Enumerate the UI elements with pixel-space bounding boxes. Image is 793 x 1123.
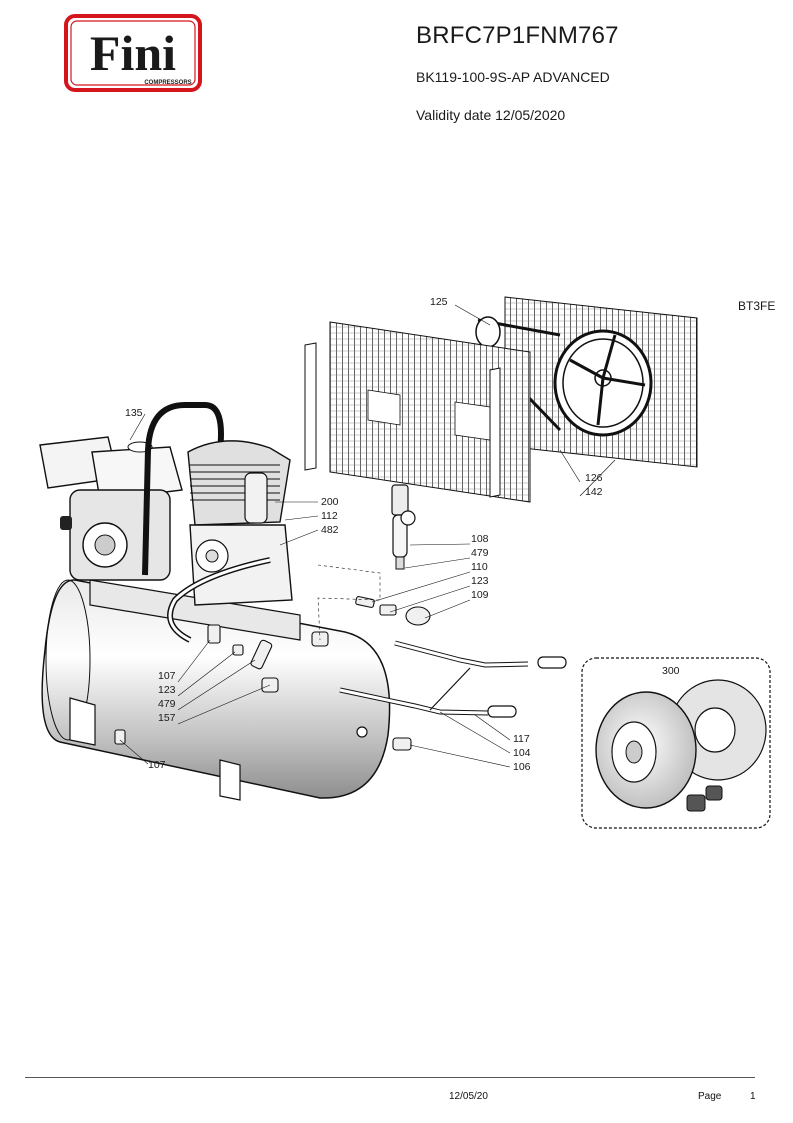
callout-label: 106 xyxy=(513,761,531,773)
callout-label: 107 xyxy=(148,759,166,771)
callout-label: 109 xyxy=(471,589,489,601)
callout-label: 125 xyxy=(430,296,448,308)
callout-label: 482 xyxy=(321,524,339,536)
validity-date: Validity date 12/05/2020 xyxy=(416,107,566,123)
callout-label: 200 xyxy=(321,496,339,508)
compressor-pump xyxy=(167,440,293,643)
callout-label: 107 xyxy=(158,670,176,682)
petrol-engine xyxy=(39,436,183,581)
belt-guard-front xyxy=(304,321,531,503)
callout-label: 112 xyxy=(321,510,338,522)
fini-logo: Fini COMPRESSORS xyxy=(64,14,202,92)
footer-page-label: Page xyxy=(698,1091,722,1102)
callout-label: 123 xyxy=(158,684,176,696)
callout-label: 104 xyxy=(513,747,531,759)
callout-label: 108 xyxy=(471,533,489,545)
wheels-kit xyxy=(581,657,771,829)
exploded-parts-diagram: 125 135 200 112 482 108 479 110 123 109 … xyxy=(39,296,771,829)
air-tank xyxy=(41,579,391,801)
callout-label: 135 xyxy=(125,407,143,419)
svg-text:COMPRESSORS: COMPRESSORS xyxy=(144,80,191,86)
footer-divider xyxy=(25,1077,755,1078)
leader-lines xyxy=(119,304,616,768)
callout-label: 126 xyxy=(585,472,603,484)
carry-handle xyxy=(142,402,224,576)
trolley-handles xyxy=(339,640,567,718)
callout-label: 123 xyxy=(471,575,489,587)
filter-regulator xyxy=(391,484,416,570)
callout-label: 110 xyxy=(471,561,488,573)
callout-label: 479 xyxy=(158,698,176,710)
callout-label: 300 xyxy=(662,665,680,677)
model-name: BK119-100-9S-AP ADVANCED xyxy=(416,69,610,85)
callout-label: 157 xyxy=(158,712,176,724)
footer-date: 12/05/20 xyxy=(449,1091,488,1102)
callout-label: 142 xyxy=(585,486,603,498)
footer-page-number: 1 xyxy=(750,1091,756,1102)
diagram-code: BT3FE xyxy=(738,299,776,313)
callout-label: 117 xyxy=(513,733,530,745)
document-title: BRFC7P1FNM767 xyxy=(416,22,619,49)
svg-text:Fini: Fini xyxy=(90,25,176,81)
belt-guard-back xyxy=(475,296,698,468)
callout-label: 479 xyxy=(471,547,489,559)
